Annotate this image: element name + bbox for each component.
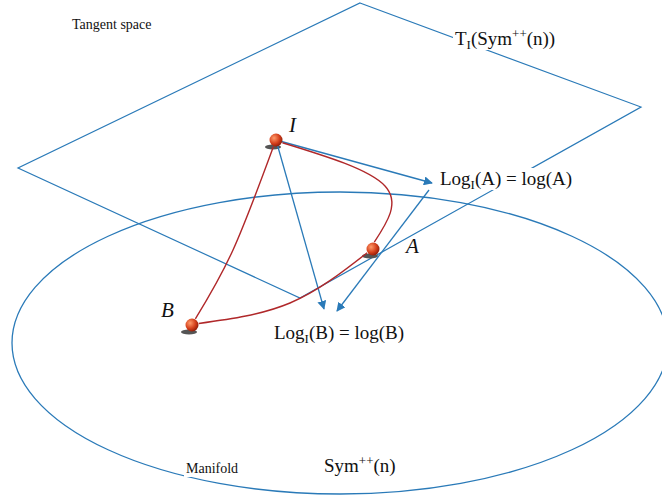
- caption-text: Manifold: [184, 461, 240, 477]
- manifold-point: I: [269, 133, 283, 147]
- log-map-label: LogI(B) = log(B): [272, 322, 406, 344]
- geodesic-curve: [199, 253, 367, 324]
- tangent-plane: [18, 3, 641, 298]
- point-dot: [269, 133, 283, 147]
- geodesic-curve: [195, 147, 273, 319]
- tangent-vector: [276, 140, 324, 309]
- space-name: TI(Sym++(n)): [453, 28, 557, 50]
- point-dot: [366, 242, 380, 256]
- difference-vector: [337, 190, 429, 311]
- point-dot: [367, 243, 380, 256]
- manifold-point: B: [185, 318, 199, 332]
- point-label: A: [404, 234, 421, 258]
- manifold-point: A: [366, 242, 380, 256]
- point-label: B: [159, 298, 176, 322]
- point-label: I: [287, 113, 298, 137]
- geodesic-curve: [282, 143, 391, 242]
- point-dot: [186, 319, 199, 332]
- log-map-label: LogI(A) = log(A): [438, 168, 574, 190]
- manifold-ellipse: [12, 192, 662, 494]
- point-dot: [185, 318, 199, 332]
- space-name: Sym++(n): [322, 455, 398, 477]
- point-dot: [270, 134, 283, 147]
- caption-text: Tangent space: [70, 17, 153, 33]
- tangent-vector: [276, 140, 432, 183]
